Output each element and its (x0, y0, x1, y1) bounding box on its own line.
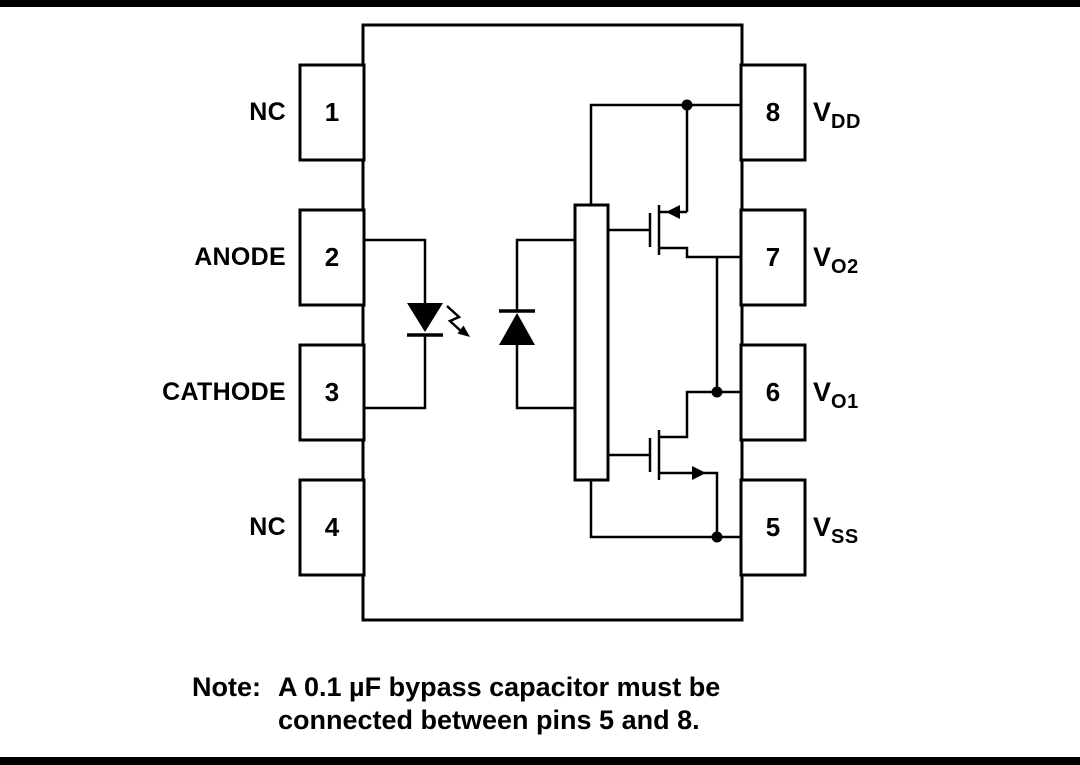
pin-number-4: 4 (324, 512, 340, 542)
pin-label-cathode: CATHODE (162, 378, 286, 406)
photodiode-top-wire (515, 238, 575, 311)
pin-number-7: 7 (765, 242, 781, 272)
note-line-2: connected between pins 5 and 8. (278, 705, 700, 735)
photodiode-bottom-wire (515, 345, 575, 410)
pin-number-8: 8 (765, 97, 781, 127)
pin-box-1 (298, 63, 366, 162)
pin-label-nc-top: NC (249, 98, 286, 126)
pin-box-6 (739, 343, 807, 442)
pin-number-3: 3 (324, 377, 340, 407)
pin-label-vss: VSS (813, 510, 859, 548)
pin-boxes (298, 63, 807, 577)
vss-rail-wire (589, 480, 742, 539)
pin-box-8 (739, 63, 807, 162)
note-label: Note: (192, 672, 261, 702)
cathode-wire (364, 335, 427, 410)
pin-label-vo2: VO2 (813, 240, 859, 278)
pin-number-5: 5 (765, 512, 781, 542)
light-arrowhead-icon (457, 325, 470, 337)
pin-label-anode: ANODE (194, 243, 286, 271)
pin-number-2: 2 (324, 242, 340, 272)
pin-label-nc-bottom: NC (249, 513, 286, 541)
note-line-1: A 0.1 µF bypass capacitor must be (278, 672, 721, 702)
pin-label-vo1-main: V (813, 377, 832, 407)
receiver-block (573, 203, 610, 482)
vo1-junction-dot (711, 386, 723, 398)
pin-label-vdd: VDD (813, 95, 861, 133)
pin-box-4 (298, 478, 366, 577)
pin-label-vss-sub: SS (831, 526, 859, 548)
figure-note: Note: A 0.1 µF bypass capacitor must be … (192, 671, 720, 737)
bottom-border (0, 757, 1080, 765)
pin-box-2 (298, 208, 366, 307)
anode-wire (364, 238, 427, 303)
pin-number-6: 6 (765, 377, 781, 407)
pin-label-vss-main: V (813, 512, 832, 542)
led-triangle (407, 303, 443, 332)
nmos-source-wire (659, 471, 719, 537)
pin-label-vo2-sub: O2 (831, 256, 859, 278)
light-arrow-icon (446, 305, 463, 333)
nmos-arrow-icon (692, 466, 706, 480)
pin-label-vo1: VO1 (813, 375, 859, 413)
pin-label-vdd-sub: DD (831, 111, 861, 133)
vss-junction-dot (711, 531, 723, 543)
pin-box-3 (298, 343, 366, 442)
pmos-source-to-vo2-wire (659, 246, 742, 259)
pin-label-vo1-sub: O1 (831, 391, 859, 413)
pin-box-7 (739, 208, 807, 307)
top-border (0, 0, 1080, 7)
photodiode-triangle (499, 313, 535, 345)
pin-box-5 (739, 478, 807, 577)
pmos-arrow-icon (666, 205, 680, 219)
pin-label-vdd-main: V (813, 97, 832, 127)
note-body: A 0.1 µF bypass capacitor must be connec… (278, 671, 720, 737)
pin-label-vo2-main: V (813, 242, 832, 272)
vdd-junction-dot (681, 99, 693, 111)
pin-number-1: 1 (324, 97, 340, 127)
